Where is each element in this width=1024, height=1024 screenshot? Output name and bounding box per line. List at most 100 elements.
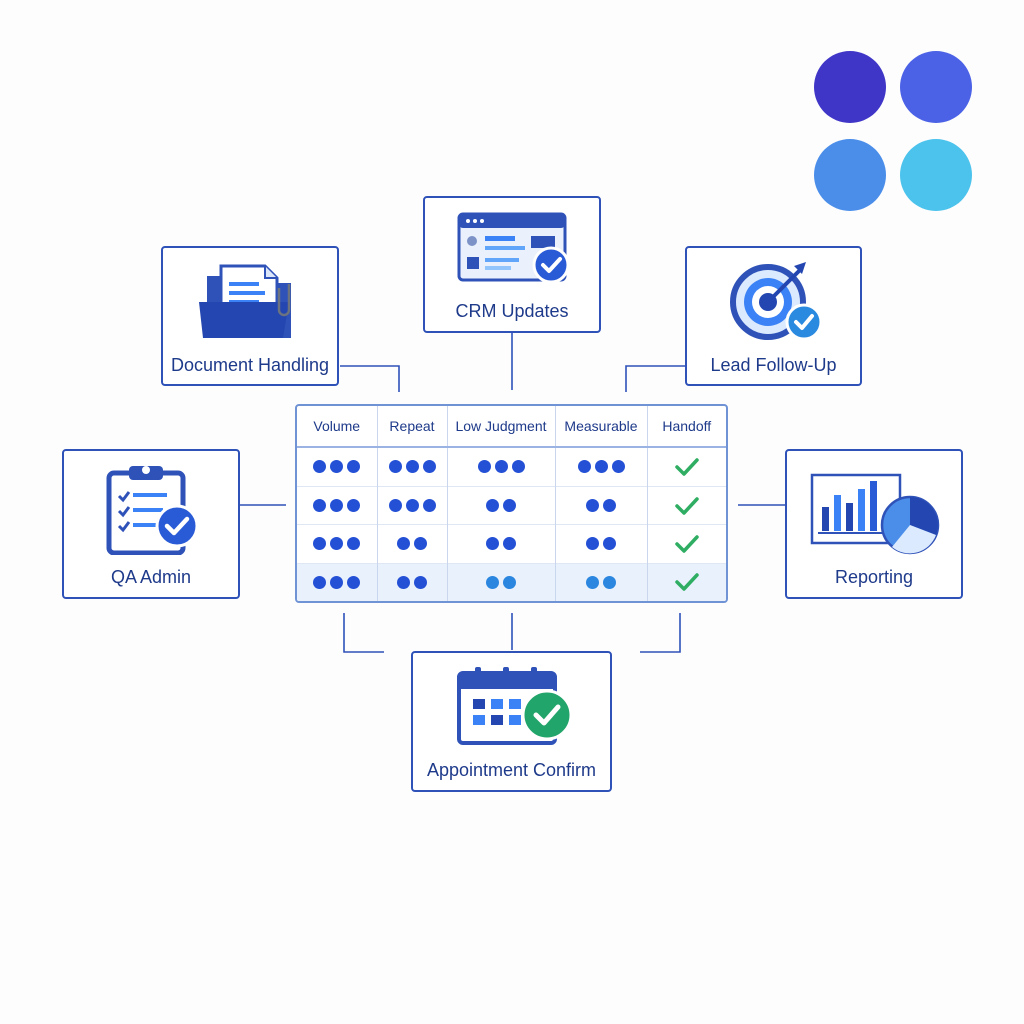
rating-dot (486, 498, 499, 512)
matrix-cell-repeat (377, 446, 448, 487)
matrix-cell-measurable (555, 562, 648, 601)
rating-dot (494, 460, 508, 474)
palette-swatch-blue (900, 51, 972, 123)
matrix-cell-measurable (555, 485, 648, 525)
matrix-cell-volume (297, 524, 378, 564)
rating-dot (330, 460, 344, 474)
matrix-row (297, 562, 726, 601)
card-qa-admin[interactable]: QA Admin (62, 449, 240, 599)
rating-dot (313, 498, 327, 512)
matrix-row (297, 485, 726, 525)
matrix-cell-handoff (647, 562, 726, 601)
matrix-cell-handoff (647, 485, 726, 525)
rating-dot (603, 575, 616, 589)
matrix-header-cell: Volume (297, 406, 378, 448)
calendar-check-icon (447, 665, 577, 747)
matrix-header-cell: Low Judgment (447, 406, 556, 448)
card-crm-updates[interactable]: CRM Updates (423, 196, 601, 333)
connector-lead (625, 365, 685, 392)
rating-dot (313, 537, 327, 551)
rating-dot (577, 460, 591, 474)
matrix-header-cell: Repeat (377, 406, 448, 448)
matrix-cell-repeat (377, 562, 448, 601)
rating-dot (486, 537, 499, 551)
rating-dot (397, 575, 410, 589)
check-icon (675, 496, 699, 515)
matrix-cell-low-judgment (447, 485, 556, 525)
card-label: CRM Updates (455, 301, 569, 321)
rating-dot (594, 460, 608, 474)
rating-dot (486, 575, 499, 589)
rating-dot (347, 498, 361, 512)
matrix-cell-repeat (377, 485, 448, 525)
rating-dot (611, 460, 625, 474)
folder-document-icon (195, 258, 305, 348)
check-icon (675, 535, 699, 553)
rating-dot (422, 498, 436, 512)
matrix-row (297, 524, 726, 564)
rating-dot (347, 537, 361, 551)
matrix-header-cell: Handoff (647, 406, 726, 448)
bar-pie-chart-icon (804, 467, 944, 557)
card-label: Document Handling (170, 355, 330, 375)
matrix-cell-handoff (647, 446, 726, 487)
matrix-cell-low-judgment (447, 446, 556, 487)
palette-swatch-indigo (814, 51, 886, 123)
matrix-header-cell: Measurable (555, 406, 648, 448)
matrix-cell-volume (297, 485, 378, 525)
rating-dot (586, 537, 599, 551)
card-label: QA Admin (110, 567, 192, 587)
matrix-cell-measurable (555, 524, 648, 564)
rating-dot (586, 498, 599, 512)
browser-window-check-icon (447, 210, 577, 285)
target-arrow-check-icon (714, 258, 834, 348)
card-label: Reporting (834, 567, 914, 587)
card-appointment-confirm[interactable]: Appointment Confirm (411, 651, 612, 792)
rating-dot (405, 498, 419, 512)
matrix-cell-low-judgment (447, 562, 556, 601)
connector-appointment-left (343, 613, 384, 653)
rating-dot (405, 460, 419, 474)
rating-dot (503, 537, 516, 551)
rating-dot (330, 537, 344, 551)
rating-dot (477, 460, 491, 474)
matrix-cell-low-judgment (447, 524, 556, 564)
card-lead-follow-up[interactable]: Lead Follow-Up (685, 246, 862, 386)
rating-dot (603, 498, 616, 512)
card-label: Lead Follow-Up (710, 355, 837, 375)
rating-dot (330, 575, 344, 589)
rating-dot (388, 498, 402, 512)
matrix-cell-volume (297, 446, 378, 487)
check-icon (675, 573, 699, 592)
matrix-cell-repeat (377, 524, 448, 564)
card-reporting[interactable]: Reporting (785, 449, 963, 599)
rating-dot (347, 460, 361, 474)
rating-dot (503, 498, 516, 512)
card-label: Appointment Confirm (426, 760, 597, 780)
rating-dot (511, 460, 525, 474)
palette-swatch-sky (814, 139, 886, 211)
rating-dot (397, 537, 410, 551)
rating-dot (422, 460, 436, 474)
connector-document (340, 365, 400, 392)
rating-dot (603, 537, 616, 551)
rating-dot (388, 460, 402, 474)
matrix-cell-measurable (555, 446, 648, 487)
matrix-row (297, 446, 726, 487)
rating-dot (414, 537, 427, 551)
card-document-handling[interactable]: Document Handling (161, 246, 339, 386)
palette-swatch-cyan (900, 139, 972, 211)
rating-dot (313, 575, 327, 589)
clipboard-checklist-icon (91, 463, 211, 556)
rating-dot (414, 575, 427, 589)
rating-dot (313, 460, 327, 474)
rating-dot (503, 575, 516, 589)
check-icon (675, 458, 699, 476)
rating-dot (586, 575, 599, 589)
rating-dot (330, 498, 344, 512)
matrix-cell-handoff (647, 524, 726, 564)
connector-appointment-right (640, 613, 681, 653)
